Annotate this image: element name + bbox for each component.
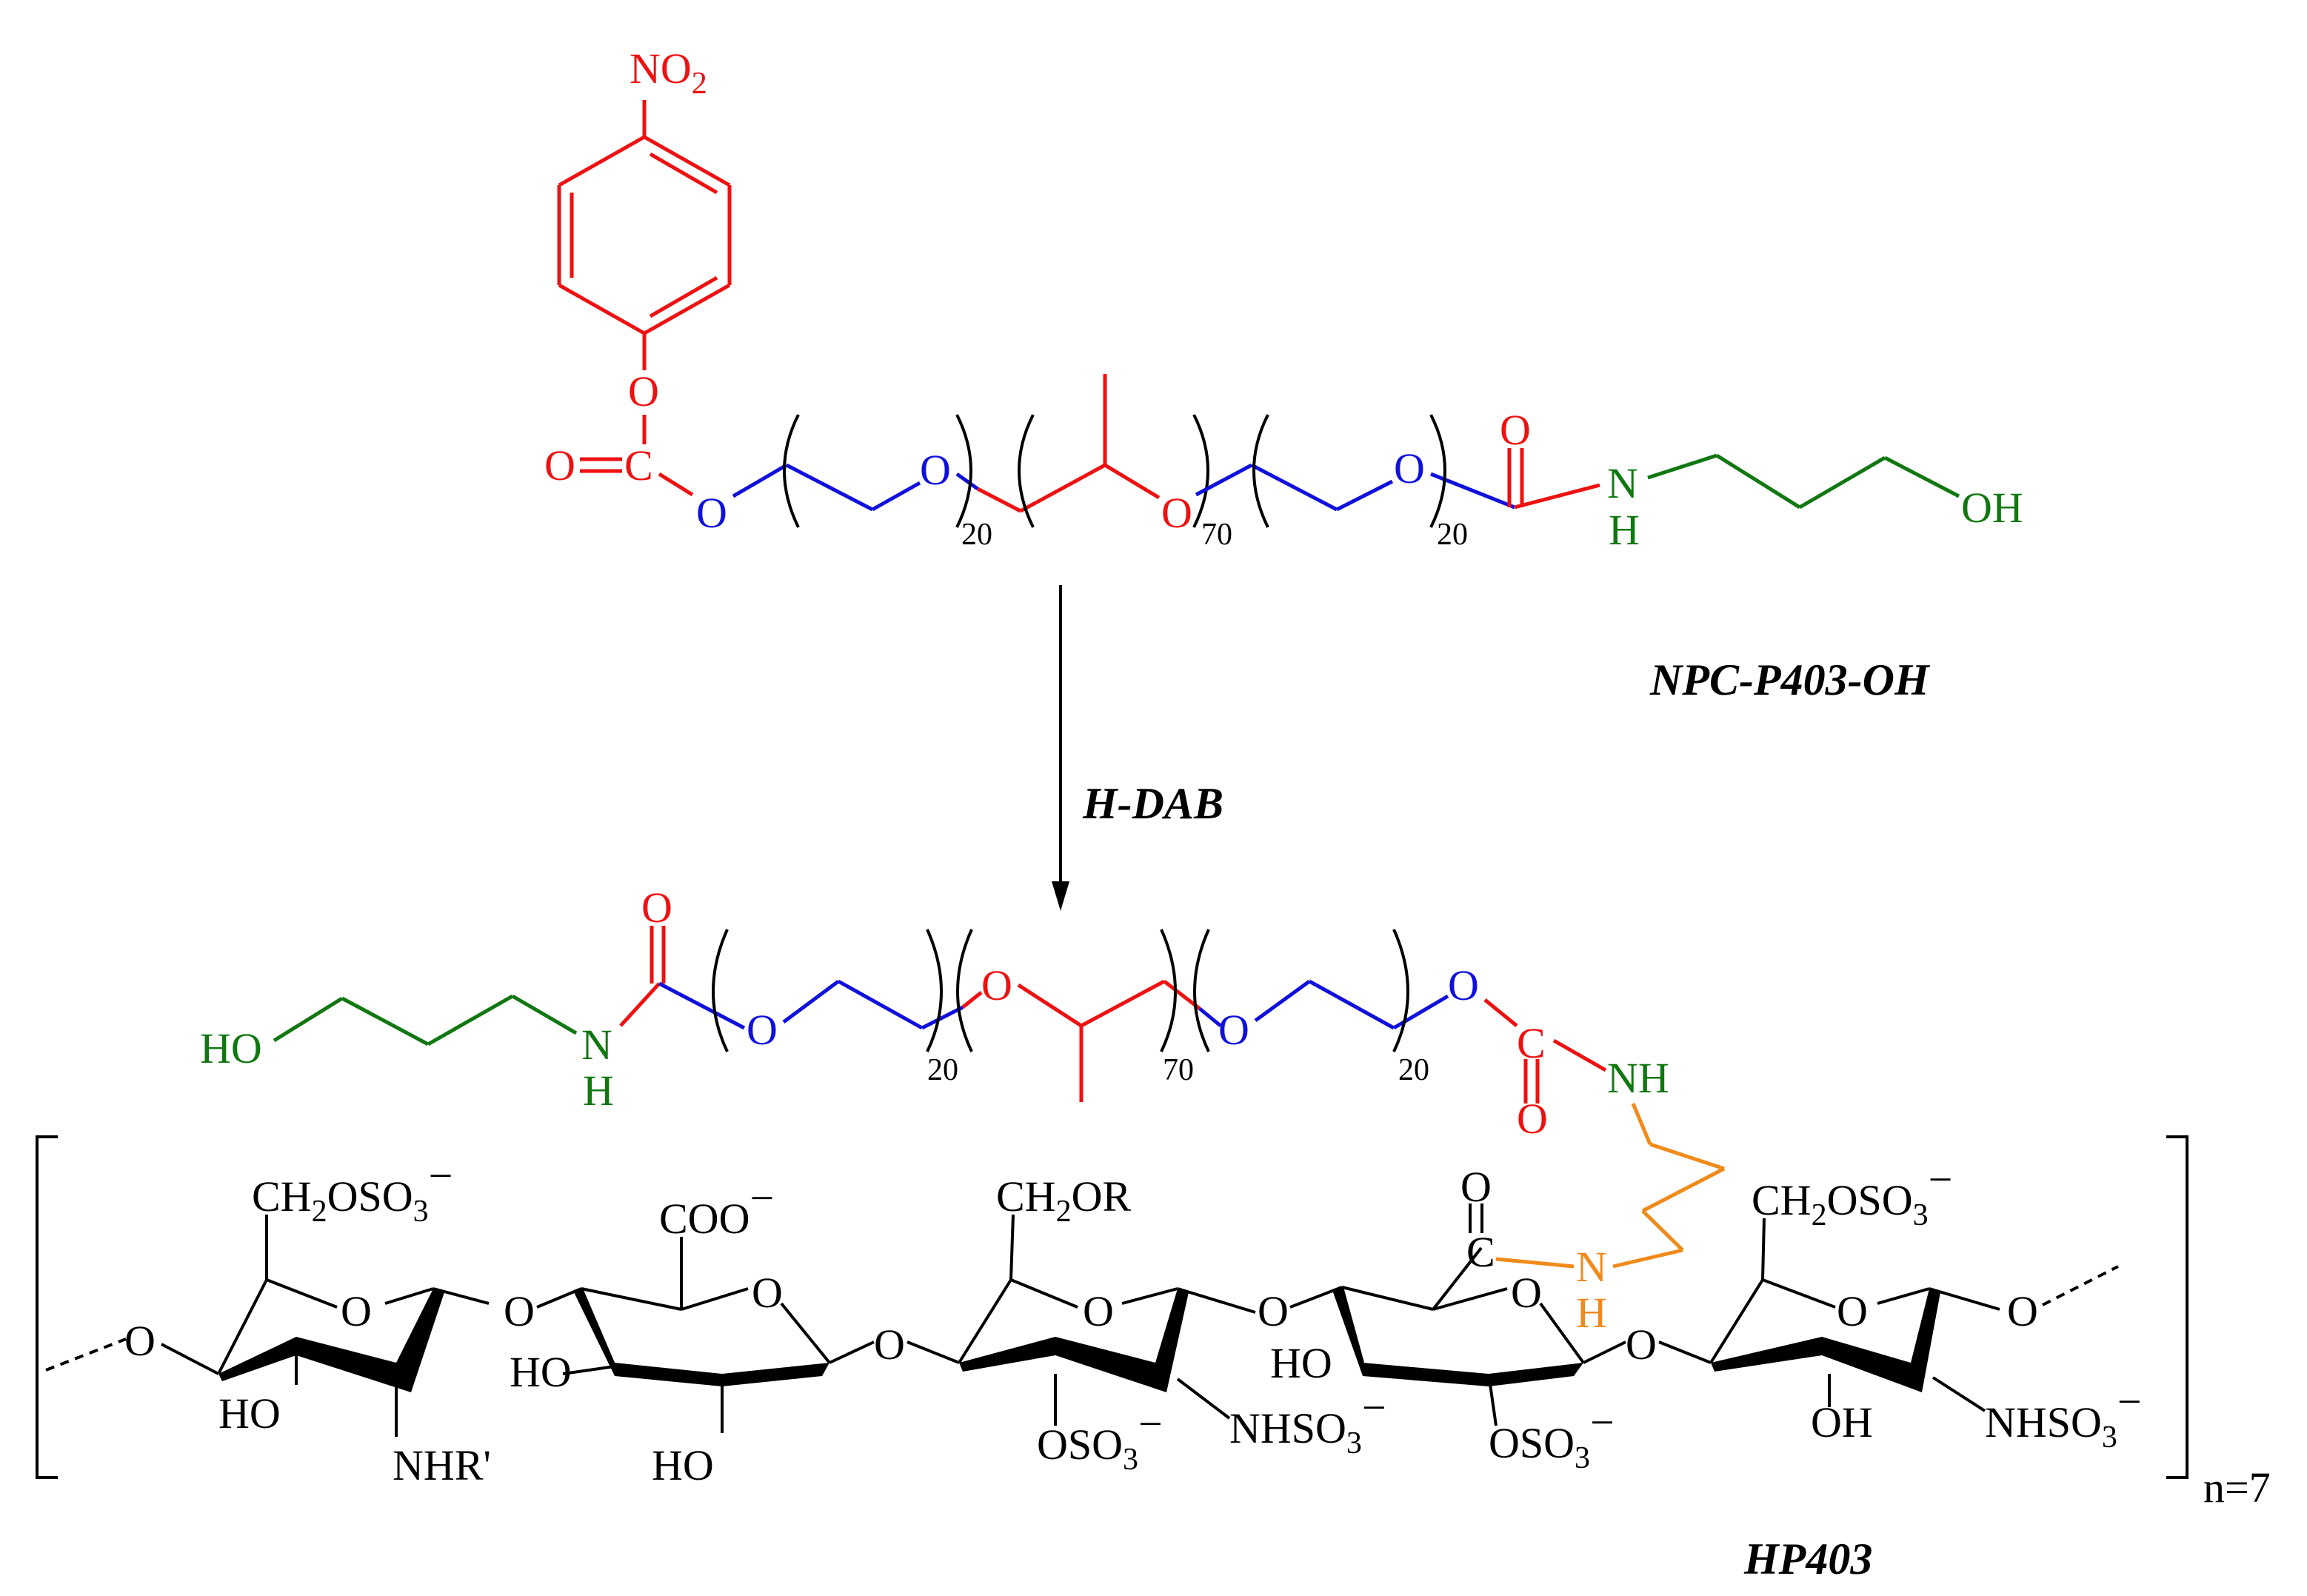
top-propanol-chain [1647,453,1960,510]
top-ppo-segment [976,374,1161,513]
mid-ether-oxygen-1: O [747,1006,778,1054]
top-nitro-group: NO2 [630,44,707,101]
top-compound-name: NPC-P403-OH [1649,655,1931,704]
mid-carbamate-carbon: C [1517,1019,1546,1067]
top-repeat-count-2: 70 [1201,518,1232,552]
mid-bracket-1 [712,929,943,1052]
mid-repeat-count-1: 20 [927,1053,958,1087]
top-bracket-3 [1252,414,1446,528]
mid-amide-bonds [619,926,666,1027]
end-oxygen-left: O [124,1317,156,1365]
top-bracket-1 [783,414,972,528]
mid-linker-amine: NH [1607,1054,1669,1102]
ring-2-ring-oxygen: O [752,1269,783,1317]
mid-peg-segment-1 [658,979,964,1030]
ring-5-hydroxyl: OH [1811,1398,1873,1446]
ring-2-hydroxyl-2: HO [652,1441,714,1489]
ring-4-ring-oxygen: O [1511,1269,1542,1317]
ring-1-nhr: NHR' [393,1441,491,1489]
top-amide-nitrogen: N [1607,459,1638,507]
mid-bracket-2 [956,929,1177,1052]
top-amide-oxygen: O [1500,406,1531,454]
heparin-polymer: n=7 HP403 O CH2OSO3− O HO NHR' O [36,1135,2271,1583]
reaction-arrow: H-DAB [1052,585,1223,911]
mid-ether-oxygen-2: O [981,961,1012,1009]
end-oxygen-right: O [2007,1287,2038,1335]
ring-5-glucosamine: CH2OSO3− O OH NHSO3− [1709,1155,2142,1455]
mid-repeat-count-3: 20 [1398,1053,1429,1087]
ring-4-sulfate: OSO3− [1489,1398,1615,1475]
glycosidic-oxygen-4: O [1626,1320,1657,1369]
mid-propanol-chain [273,994,578,1046]
ring-3-ring-oxygen: O [1083,1287,1114,1335]
ring-3-side-chain: CH2OR [996,1172,1131,1229]
mid-repeat-count-2: 70 [1163,1053,1194,1087]
glycosidic-oxygen-2: O [874,1320,905,1369]
ring-2-hydroxyl-1: HO [510,1348,572,1396]
top-repeat-count-1: 20 [961,518,992,552]
mid-diaminobutane-chain [1612,1103,1726,1269]
top-carbonate-carbon: C [624,441,653,490]
repeat-brackets [36,1135,2189,1479]
top-ether-oxygen-1: O [696,489,727,537]
repeat-count: n=7 [2203,1463,2271,1512]
ring-4-hydroxyl: HO [1270,1339,1332,1387]
ring-4-carbonyl-oxygen: O [1460,1163,1492,1211]
ring-4-amide-nitrogen: N [1576,1243,1607,1291]
ring-2-iduronic: COO− O HO HO [510,1174,831,1489]
glycosidic-oxygen-1: O [504,1287,535,1335]
bottom-compound-name: HP403 [1743,1535,1872,1583]
reagent-label: H-DAB [1082,779,1223,828]
ring-3-sulfamate: NHSO3− [1229,1383,1386,1460]
top-ether-oxygen-4: O [1394,444,1425,493]
mid-amide-hydrogen: H [583,1066,614,1115]
ring-5-ring-oxygen: O [1837,1287,1868,1335]
mid-amide-oxygen: O [641,884,672,932]
top-carbonate-double-oxygen: O [544,441,575,490]
mid-terminal-hydroxyl: HO [200,1024,262,1072]
ring-1-glucosamine: CH2OSO3− O HO NHR' [217,1152,491,1489]
top-carbonate-bonds [580,457,694,497]
glycosidic-oxygen-3: O [1258,1287,1289,1335]
ring-1-side-chain: CH2OSO3− [252,1152,453,1229]
ring-4-amide-hydrogen: H [1576,1289,1607,1337]
ring-3-sulfate: OSO3− [1037,1400,1163,1477]
mid-carbamate-bonds [1483,998,1607,1103]
top-amide-bonds [1507,448,1600,510]
mid-carbamate-oxygen: O [1517,1095,1548,1143]
mid-peg-segment-2 [1198,979,1449,1030]
top-carbonate-ring-oxygen: O [628,367,659,415]
middle-linker: HO N H O O 20 O [200,884,1726,1269]
ring-3-glucosamine: CH2OR O OSO3− NHSO3− [958,1172,1386,1477]
top-amide-hydrogen: H [1609,506,1640,554]
top-molecule: NO2 O C O O O 20 O [544,44,2023,704]
top-repeat-count-3: 20 [1437,518,1468,552]
ring-5-sulfamate: NHSO3− [1985,1378,2142,1455]
top-ether-oxygen-3: O [1161,489,1192,537]
top-peg-segment-2 [1195,463,1515,512]
top-nitrophenyl-ring [557,100,732,444]
ring-4-carbonyl-carbon: C [1466,1228,1495,1276]
top-bracket-2 [1018,414,1209,528]
ring-2-carboxylate: COO− [659,1174,774,1243]
ring-1-hydroxyl: HO [218,1389,281,1438]
mid-ether-oxygen-4: O [1448,961,1479,1009]
mid-bracket-3 [1193,929,1409,1052]
mid-ether-oxygen-3: O [1218,1006,1249,1054]
ring-1-ring-oxygen: O [341,1287,372,1335]
ring-4-iduronic-amide: O C N H O HO OSO3− [1270,1163,1615,1475]
ring-5-side-chain: CH2OSO3− [1752,1155,1952,1232]
mid-amide-nitrogen: N [581,1021,612,1069]
top-peg-segment-1 [732,463,979,512]
top-terminal-hydroxyl: OH [1961,484,2023,532]
top-ether-oxygen-2: O [920,446,951,494]
